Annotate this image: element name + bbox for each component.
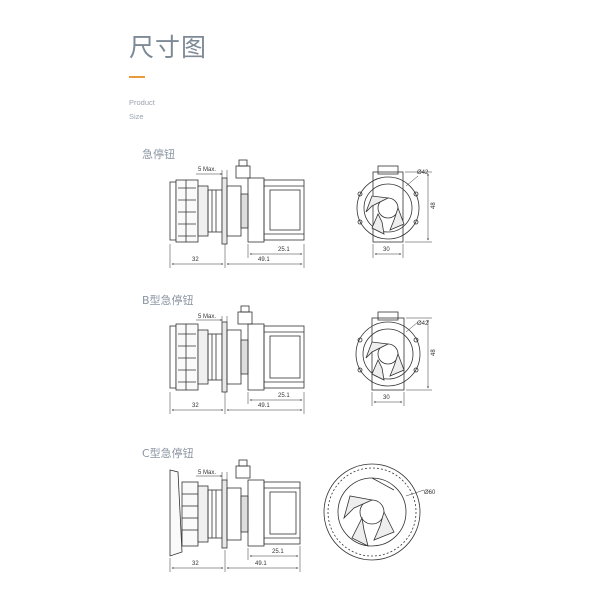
dim-rear-b: 25.1	[278, 393, 290, 399]
front-dimensions-standard	[372, 171, 432, 258]
subtitle-size: Size	[129, 112, 144, 121]
dim-rear: 25.1	[278, 247, 290, 253]
dim-diameter-c: Ø60	[424, 490, 436, 496]
dim-5max: 5 Max.	[198, 167, 216, 173]
section-title-standard: 急停钮	[142, 148, 175, 161]
dim-rear-c: 25.1	[272, 549, 284, 555]
dim-front: 32	[192, 257, 199, 263]
front-view-b-type	[355, 311, 421, 391]
dim-total-c: 49.1	[255, 561, 267, 567]
front-view-c-type	[323, 463, 421, 561]
dim-5max-b: 5 Max.	[198, 314, 216, 320]
dim-5max-c: 5 Max.	[198, 470, 216, 476]
dim-width: 30	[383, 247, 390, 253]
dim-total: 49.1	[258, 257, 270, 263]
dim-diameter-b: Ø42	[417, 321, 429, 327]
dim-width-b: 30	[383, 395, 390, 401]
dim-height-b: 48	[431, 349, 437, 356]
front-dimensions-c-type	[405, 489, 425, 497]
section-title-b-type: B型急停钮	[142, 294, 194, 307]
front-dimensions-b-type	[371, 317, 432, 406]
dim-total-b: 49.1	[258, 403, 270, 409]
front-view-standard	[356, 165, 420, 243]
dim-diameter: Ø42	[417, 170, 429, 176]
title-accent-bar	[129, 76, 145, 78]
page-title: 尺寸图	[129, 33, 208, 62]
side-dimensions-c-type	[169, 472, 301, 572]
dim-height: 48	[431, 202, 437, 209]
side-view-b-type	[169, 305, 305, 393]
section-title-c-type: C型急停钮	[142, 447, 194, 460]
subtitle-product: Product	[129, 98, 155, 107]
side-view-standard	[169, 159, 305, 245]
dim-front-b: 32	[192, 403, 199, 409]
side-view-c-type	[169, 459, 301, 557]
dim-front-c: 32	[192, 561, 199, 567]
side-dimensions-standard	[169, 170, 305, 268]
side-dimensions-b-type	[169, 316, 305, 414]
